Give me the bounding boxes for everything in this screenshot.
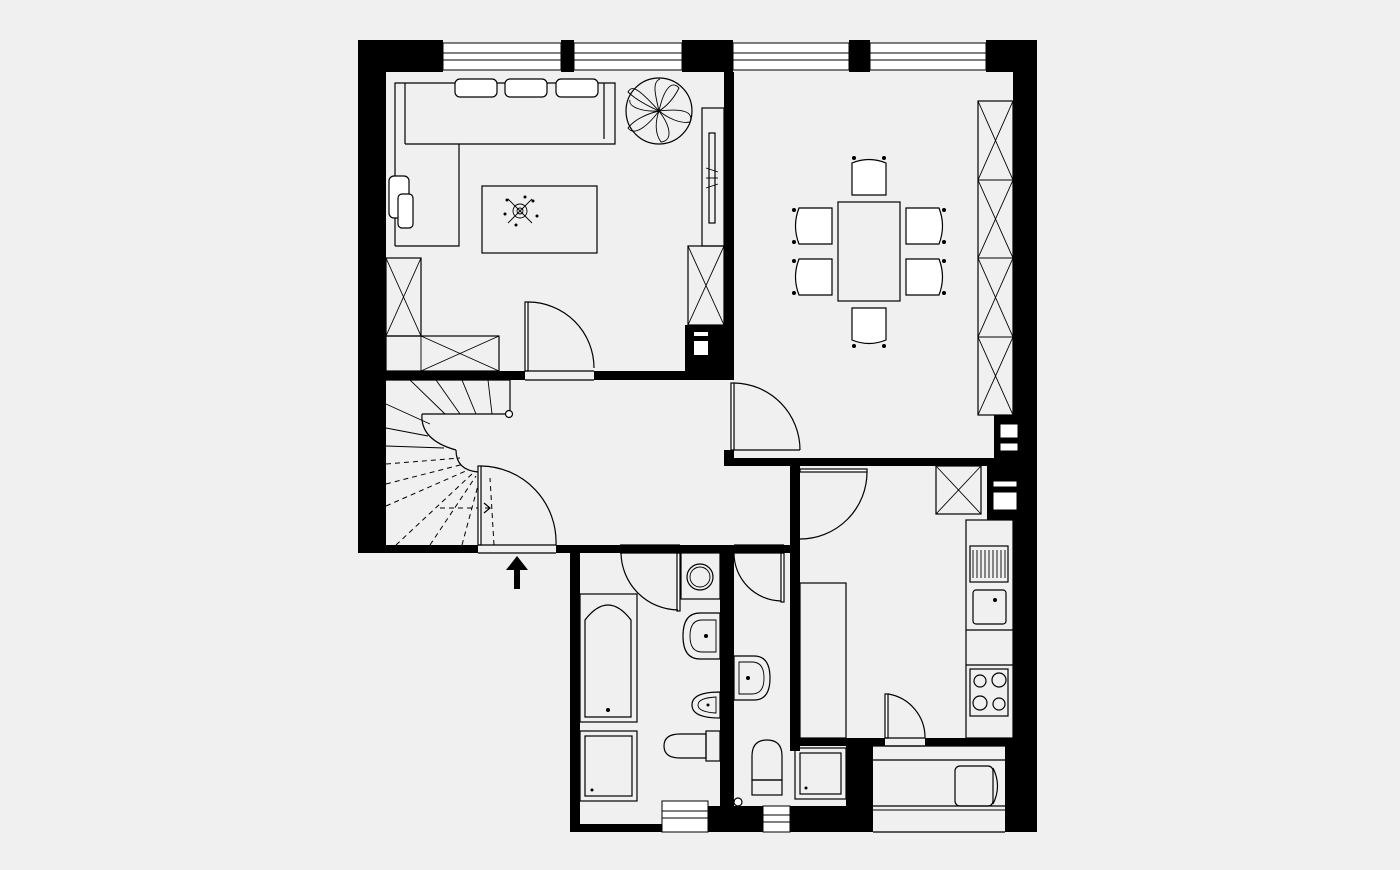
washbasin bbox=[682, 612, 721, 660]
wardrobe bbox=[977, 100, 1014, 416]
toilet-room bbox=[733, 544, 791, 833]
bathroom bbox=[579, 544, 721, 833]
dining-room bbox=[730, 100, 1019, 458]
flower-icon bbox=[503, 195, 539, 227]
wc-washbasin bbox=[733, 655, 771, 701]
potted-plant-icon bbox=[625, 77, 693, 145]
living-room bbox=[385, 77, 725, 381]
cooktop-icon bbox=[969, 668, 1009, 717]
storage-room bbox=[794, 745, 1005, 833]
staircase bbox=[385, 379, 514, 546]
wc-toilet bbox=[751, 739, 783, 796]
kitchen-cabinet bbox=[935, 465, 982, 515]
bidet bbox=[691, 691, 721, 719]
toilet bbox=[663, 730, 721, 762]
kitchen-unit bbox=[965, 519, 1014, 739]
kitchen-sink bbox=[972, 589, 1007, 625]
dryer bbox=[954, 765, 999, 807]
sofa bbox=[388, 78, 616, 247]
coffee-table bbox=[481, 185, 598, 254]
storage-door bbox=[884, 693, 926, 747]
shelf-unit bbox=[385, 257, 500, 372]
tv-unit bbox=[701, 107, 725, 247]
walls bbox=[358, 40, 1037, 832]
dining-room-door bbox=[730, 382, 801, 451]
sink-drainer bbox=[972, 550, 1006, 578]
living-room-door bbox=[524, 301, 595, 381]
dining-chairs bbox=[792, 156, 946, 348]
bathroom-door bbox=[620, 544, 681, 612]
cabinet bbox=[687, 245, 725, 326]
entrance-door bbox=[477, 465, 557, 554]
dining-table bbox=[837, 201, 901, 302]
bathtub bbox=[579, 593, 638, 723]
arrow-up-icon bbox=[506, 556, 528, 589]
kitchen-counter bbox=[799, 582, 847, 739]
kitchen bbox=[799, 465, 1018, 747]
windows-top bbox=[442, 42, 987, 71]
kitchen-door bbox=[791, 468, 868, 540]
washing-machine bbox=[680, 552, 721, 600]
wc-door bbox=[733, 544, 785, 603]
shower-tray bbox=[579, 730, 638, 802]
